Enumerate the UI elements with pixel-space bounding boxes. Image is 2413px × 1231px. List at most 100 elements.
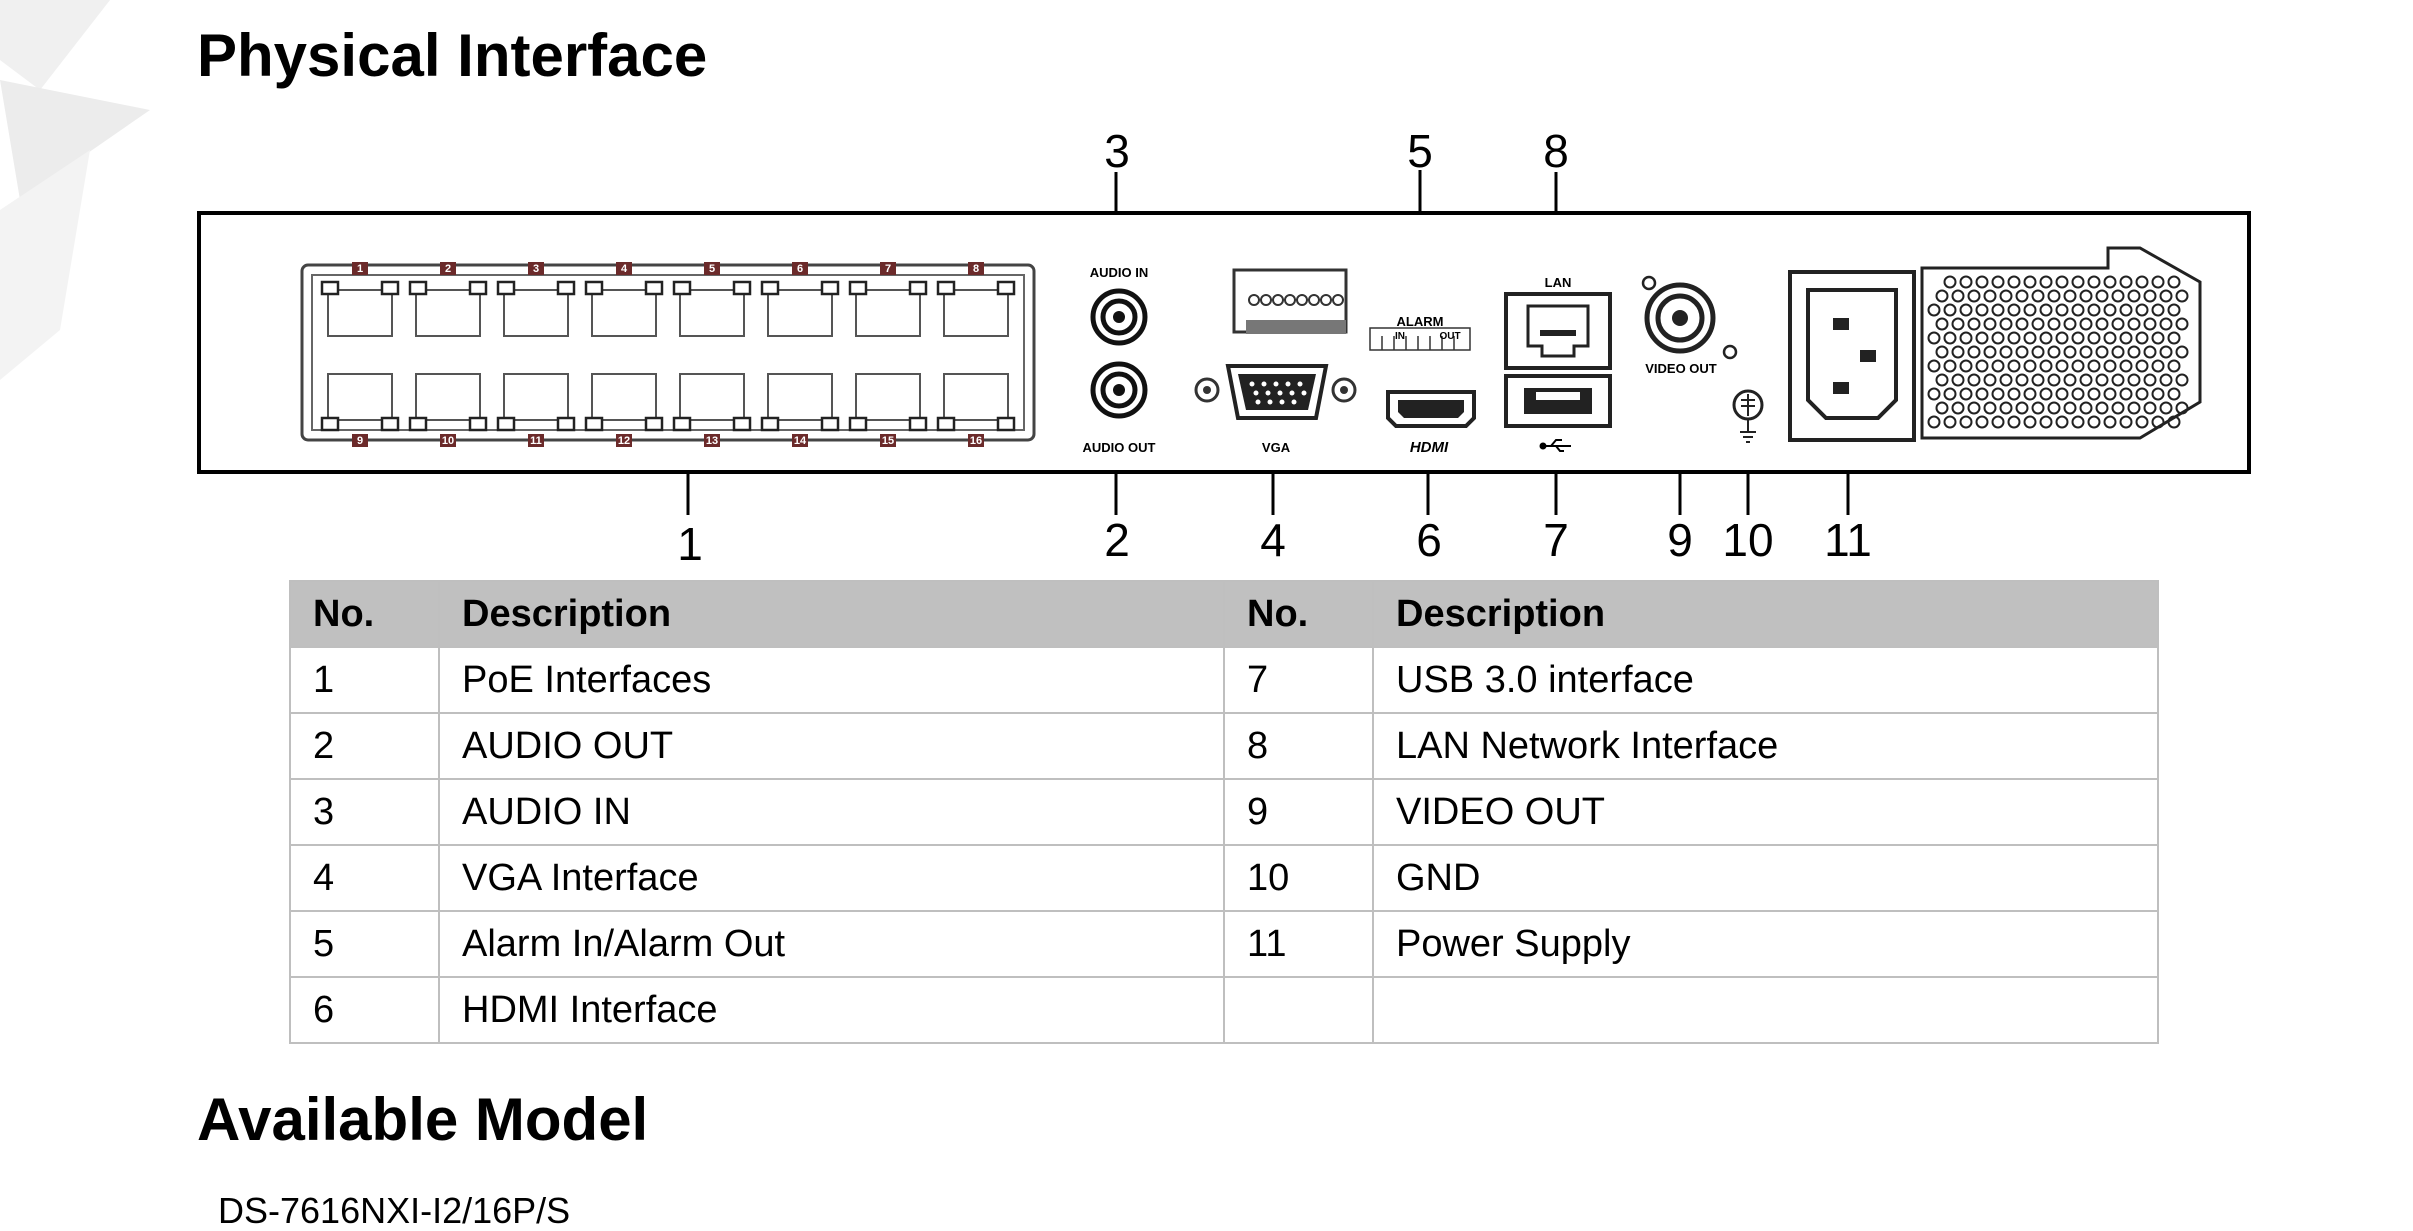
vent-hole xyxy=(2023,359,2037,373)
vent-hole xyxy=(2063,289,2077,303)
vent-hole xyxy=(2095,401,2109,415)
header-no-right: No. xyxy=(1223,580,1374,648)
poe-port xyxy=(584,280,664,337)
vent-hole xyxy=(2015,289,2029,303)
vent-hole xyxy=(1959,331,1973,345)
vent-hole xyxy=(2151,275,2165,289)
poe-port-number: 5 xyxy=(709,263,715,275)
vent-hole xyxy=(1991,415,2005,429)
vent-hole xyxy=(2087,331,2101,345)
vent-hole xyxy=(2151,359,2165,373)
vent-hole xyxy=(2047,373,2061,387)
cell-no: 1 xyxy=(289,646,440,714)
cell-no: 7 xyxy=(1223,646,1374,714)
poe-number-tag xyxy=(792,434,808,447)
alarm-terminal-block xyxy=(1232,268,1471,351)
callout-4: 4 xyxy=(1260,514,1286,566)
vent-hole xyxy=(2007,275,2021,289)
vent-hole xyxy=(2175,345,2189,359)
vent-hole xyxy=(1943,387,1957,401)
cell-description: AUDIO IN xyxy=(438,778,1225,846)
cell-no: 3 xyxy=(289,778,440,846)
vent-hole xyxy=(2095,317,2109,331)
poe-number-tag xyxy=(616,262,632,275)
vent-hole xyxy=(2095,373,2109,387)
section-title-available-model: Available Model xyxy=(197,1086,649,1153)
poe-port xyxy=(936,280,1016,337)
vent-hole xyxy=(2055,303,2069,317)
poe-port-number: 1 xyxy=(357,263,363,275)
vent-hole xyxy=(2103,303,2117,317)
vent-hole xyxy=(2167,415,2181,429)
cell-no: 11 xyxy=(1223,910,1374,978)
vent-hole xyxy=(1927,415,1941,429)
interface-description-table: No. Description No. Description 1 PoE In… xyxy=(289,580,2159,1044)
cell-description: VIDEO OUT xyxy=(1372,778,2159,846)
ventilation-grille xyxy=(1920,246,2202,440)
vent-hole xyxy=(2103,359,2117,373)
poe-port xyxy=(496,280,576,337)
vent-hole xyxy=(2047,345,2061,359)
poe-port-number: 13 xyxy=(706,435,718,447)
vent-hole xyxy=(1959,303,1973,317)
vent-hole xyxy=(2079,345,2093,359)
poe-number-tag xyxy=(704,262,720,275)
vent-hole xyxy=(1983,401,1997,415)
vent-hole xyxy=(2055,359,2069,373)
vent-hole xyxy=(2111,401,2125,415)
cell-description: HDMI Interface xyxy=(438,976,1225,1044)
vent-hole xyxy=(2039,303,2053,317)
vent-hole xyxy=(1951,317,1965,331)
cell-no: 8 xyxy=(1223,712,1374,780)
cell-description: GND xyxy=(1372,844,2159,912)
vent-hole xyxy=(2063,401,2077,415)
cell-description: AUDIO OUT xyxy=(438,712,1225,780)
vent-hole xyxy=(2119,303,2133,317)
header-no-left: No. xyxy=(289,580,440,648)
vent-hole xyxy=(2103,387,2117,401)
vent-hole xyxy=(1999,345,2013,359)
vent-hole xyxy=(1959,387,1973,401)
vent-hole xyxy=(2007,359,2021,373)
vent-hole xyxy=(2119,359,2133,373)
table-row: 2 AUDIO OUT 8 LAN Network Interface xyxy=(289,712,2159,780)
poe-number-tag xyxy=(352,262,368,275)
cell-description: LAN Network Interface xyxy=(1372,712,2159,780)
vent-hole xyxy=(2151,303,2165,317)
label-hdmi: HDMI xyxy=(1410,439,1449,456)
vent-hole xyxy=(2071,275,2085,289)
poe-port xyxy=(848,280,928,337)
vent-hole xyxy=(2159,345,2173,359)
vent-hole xyxy=(1999,373,2013,387)
table-row: 6 HDMI Interface xyxy=(289,976,2159,1044)
vent-hole xyxy=(1935,289,1949,303)
callout-6: 6 xyxy=(1416,514,1442,566)
cell-description: PoE Interfaces xyxy=(438,646,1225,714)
poe-number-tag xyxy=(528,434,544,447)
poe-number-tag xyxy=(528,262,544,275)
vent-hole xyxy=(1927,303,1941,317)
vent-hole xyxy=(2095,289,2109,303)
vent-hole xyxy=(2175,289,2189,303)
vent-hole xyxy=(2087,303,2101,317)
label-audio-out: AUDIO OUT xyxy=(1083,440,1156,455)
vent-hole xyxy=(2007,387,2021,401)
vent-hole xyxy=(1975,415,1989,429)
vent-hole xyxy=(2079,289,2093,303)
poe-number-tag xyxy=(440,434,456,447)
poe-number-tag xyxy=(440,262,456,275)
audio-in-jack xyxy=(1090,288,1148,346)
vent-hole xyxy=(2159,401,2173,415)
vent-hole xyxy=(2119,387,2133,401)
vent-hole xyxy=(1943,331,1957,345)
callout-9: 9 xyxy=(1667,514,1693,566)
vent-hole xyxy=(2039,331,2053,345)
vent-hole xyxy=(2167,387,2181,401)
vent-hole xyxy=(2047,289,2061,303)
vent-hole xyxy=(1999,289,2013,303)
callout-10: 10 xyxy=(1722,514,1773,566)
vent-hole xyxy=(2143,317,2157,331)
vent-hole xyxy=(2135,331,2149,345)
gnd-icon xyxy=(1732,389,1764,443)
